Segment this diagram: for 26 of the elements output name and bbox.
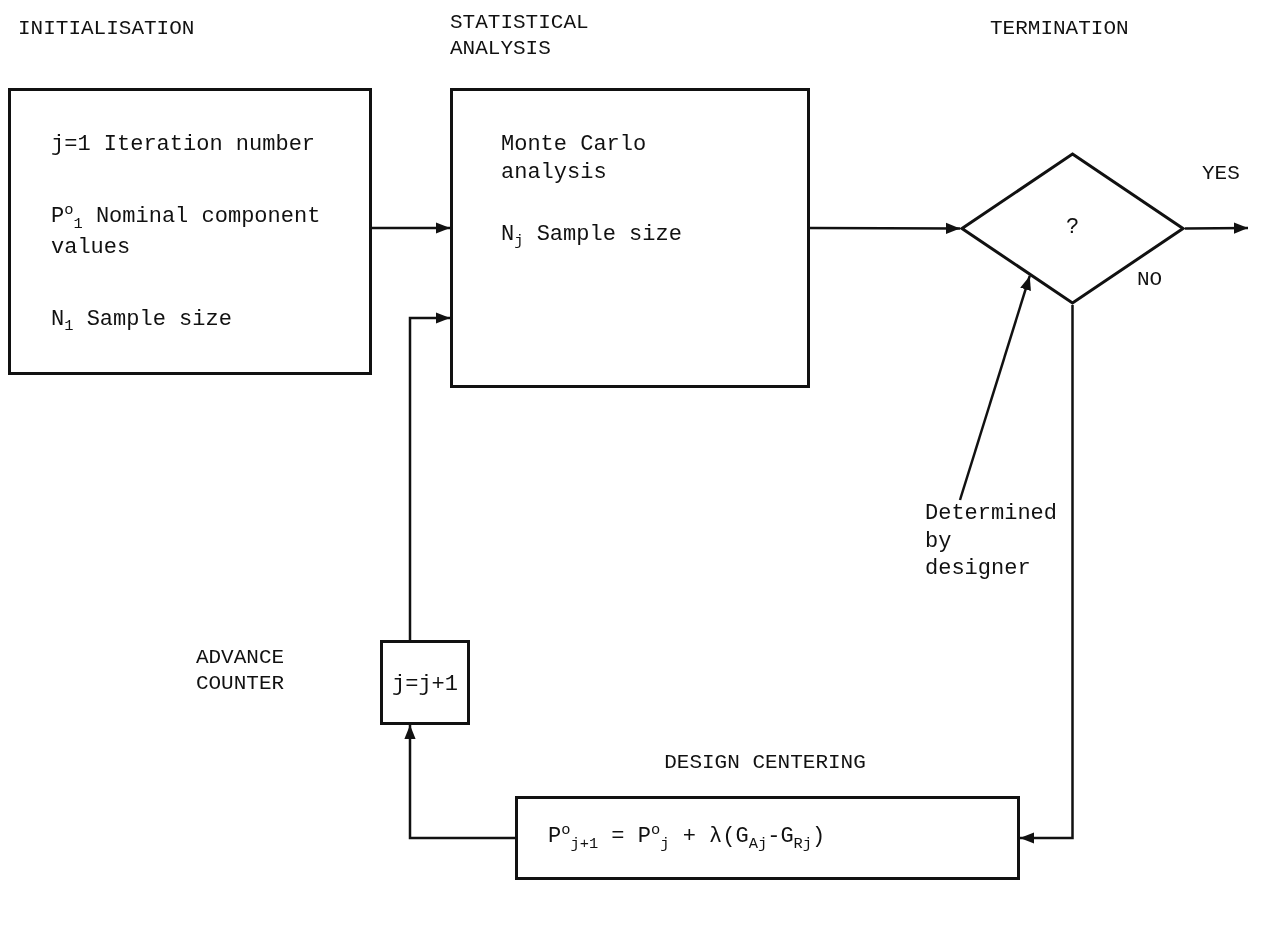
stage-heading: TERMINATION — [990, 16, 1130, 42]
box-text: j=1 Iteration number — [51, 131, 317, 159]
box-text: ? — [1064, 214, 1081, 242]
box-text: j=j+1 — [391, 671, 459, 699]
box-text: Monte Carlo analysis — [501, 131, 648, 186]
flow-arrow — [408, 312, 450, 640]
flow-arrow — [810, 222, 960, 235]
process-box — [515, 796, 1020, 880]
box-text: P$^{o}$$_{1}$ Nominal component values — [51, 201, 322, 262]
leader-line — [958, 275, 1031, 501]
stage-heading: ADVANCE COUNTER — [194, 645, 286, 698]
annotation-text: Determined by designer — [925, 500, 1059, 583]
box-text: P$^{o}$$_{j+1}$ = P$^{o}$$_{j}$ + λ(G$_{Aj}$-G$_{Rj}$) — [548, 821, 827, 854]
decision-diamond — [960, 152, 1185, 305]
process-box — [8, 88, 372, 375]
box-text: N$_{1}$ Sample size — [51, 306, 233, 337]
flow-arrow — [1185, 222, 1248, 234]
flow-arrow — [1020, 305, 1074, 844]
stage-heading: STATISTICAL ANALYSIS — [450, 10, 590, 63]
flow-arrow — [372, 222, 450, 234]
process-box — [380, 640, 470, 725]
flow-arrow — [404, 725, 515, 840]
box-text: N$_{j}$ Sample size — [501, 221, 683, 252]
stage-heading: INITIALISATION — [18, 16, 196, 42]
process-box — [450, 88, 810, 388]
stage-heading: DESIGN CENTERING — [663, 750, 867, 776]
